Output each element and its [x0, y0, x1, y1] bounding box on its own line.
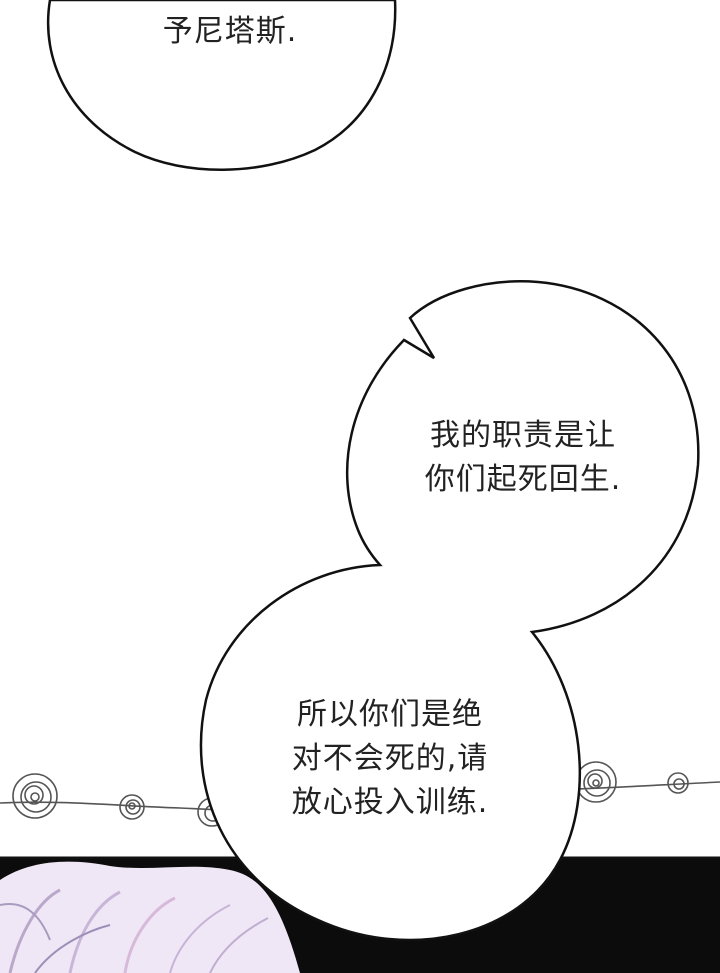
dialogue-line: 我的职责是让: [430, 418, 616, 453]
middle-bubble-text: 我的职责是让 你们起死回生.: [404, 414, 642, 502]
speech-bubble-lower: [199, 280, 700, 942]
dialogue-line: 所以你们是绝: [297, 697, 483, 732]
dialogue-line: 你们起死回生.: [424, 462, 622, 497]
rose-5: [667, 772, 689, 794]
rose-2: [119, 794, 145, 820]
top-bubble-text: 予尼塔斯.: [120, 10, 340, 54]
dialogue-line: 放心投入训练.: [291, 785, 489, 820]
speech-bubble-top: [46, 0, 397, 171]
dialogue-line: 对不会死的,请: [291, 741, 489, 776]
bottom-bubble-text: 所以你们是绝 对不会死的,请 放心投入训练.: [262, 693, 518, 825]
rose-1: [12, 773, 58, 819]
dialogue-line: 予尼塔斯.: [162, 14, 298, 49]
character-hair-art: [0, 861, 300, 973]
